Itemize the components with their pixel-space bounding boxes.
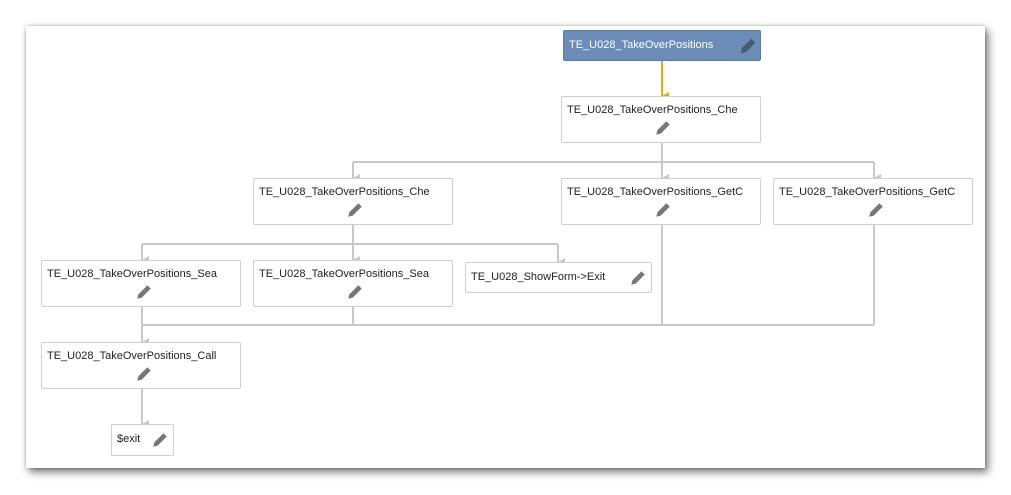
- node-call[interactable]: TE_U028_TakeOverPositions_Call: [41, 342, 241, 389]
- node-sea2-label: TE_U028_TakeOverPositions_Sea: [259, 268, 429, 280]
- diagram-canvas: [26, 26, 985, 468]
- pencil-icon[interactable]: [654, 119, 672, 137]
- pencil-icon[interactable]: [654, 201, 672, 219]
- pencil-icon[interactable]: [739, 37, 757, 55]
- node-exit[interactable]: $exit: [111, 424, 174, 456]
- node-root-label: TE_U028_TakeOverPositions: [569, 39, 714, 51]
- node-sea2[interactable]: TE_U028_TakeOverPositions_Sea: [253, 260, 453, 307]
- pencil-icon[interactable]: [135, 283, 153, 301]
- node-call-label: TE_U028_TakeOverPositions_Call: [47, 350, 217, 362]
- node-getc2[interactable]: TE_U028_TakeOverPositions_GetC: [773, 178, 973, 225]
- node-showform-label: TE_U028_ShowForm->Exit: [471, 271, 606, 283]
- node-showform[interactable]: TE_U028_ShowForm->Exit: [465, 262, 652, 293]
- node-check1-label: TE_U028_TakeOverPositions_Che: [567, 104, 738, 116]
- node-check1[interactable]: TE_U028_TakeOverPositions_Che: [561, 96, 761, 143]
- pencil-icon[interactable]: [346, 201, 364, 219]
- node-getc2-label: TE_U028_TakeOverPositions_GetC: [779, 186, 956, 198]
- pencil-icon[interactable]: [867, 201, 885, 219]
- node-root[interactable]: TE_U028_TakeOverPositions: [563, 30, 761, 61]
- node-check2-label: TE_U028_TakeOverPositions_Che: [259, 186, 430, 198]
- node-sea1[interactable]: TE_U028_TakeOverPositions_Sea: [41, 260, 241, 307]
- node-check2[interactable]: TE_U028_TakeOverPositions_Che: [253, 178, 453, 225]
- pencil-icon[interactable]: [346, 283, 364, 301]
- node-getc1[interactable]: TE_U028_TakeOverPositions_GetC: [561, 178, 761, 225]
- node-exit-label: $exit: [117, 433, 141, 445]
- node-sea1-label: TE_U028_TakeOverPositions_Sea: [47, 268, 217, 280]
- node-getc1-label: TE_U028_TakeOverPositions_GetC: [567, 186, 744, 198]
- pencil-icon[interactable]: [135, 365, 153, 383]
- pencil-icon[interactable]: [629, 269, 647, 287]
- pencil-icon[interactable]: [151, 431, 169, 449]
